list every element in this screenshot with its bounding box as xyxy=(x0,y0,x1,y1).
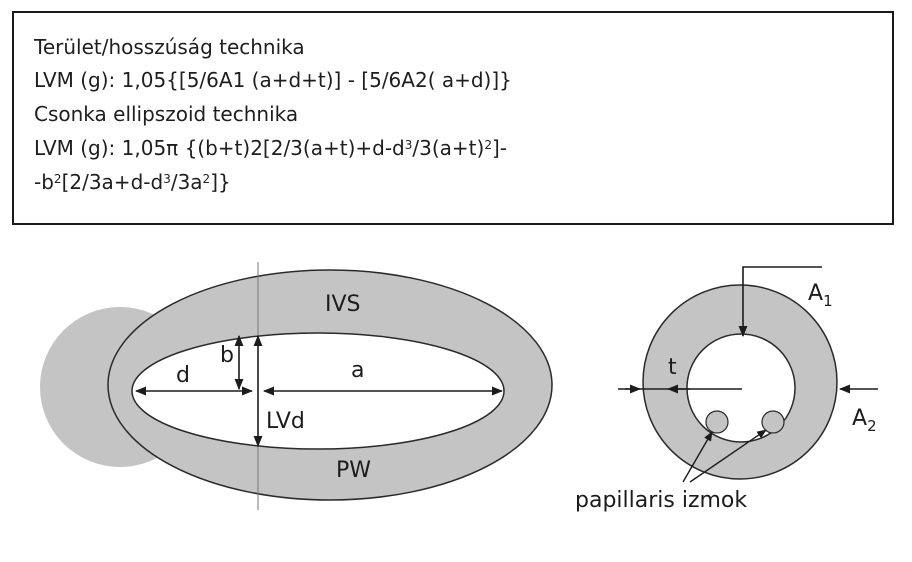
formula-superscript: 2 xyxy=(484,138,492,152)
formula-box: Terület/hosszúság technika LVM (g): 1,05… xyxy=(12,11,894,225)
b-label: b xyxy=(220,343,234,368)
a1-leader-arrow xyxy=(738,266,822,338)
long-axis-view: IVS PW d b a LVd xyxy=(40,262,553,510)
d-label: d xyxy=(176,363,190,388)
short-axis-view: t A1 A2 papillaris izmok xyxy=(575,266,878,513)
a2-subscript: 2 xyxy=(867,417,877,435)
a1-subscript: 1 xyxy=(823,292,833,310)
formula-title-truncated-ellipsoid: Csonka ellipszoid technika xyxy=(34,102,299,126)
papillary-muscle-left xyxy=(705,410,729,434)
papillary-pointer-right xyxy=(689,429,767,483)
formula-title-area-length: Terület/hosszúság technika xyxy=(34,35,305,59)
a2-letter: A xyxy=(852,406,867,431)
ivs-label: IVS xyxy=(325,292,361,317)
a1-label: A1 xyxy=(808,281,833,310)
a2-label: A2 xyxy=(852,406,877,435)
formula-text: LVM (g): 1,05π {(b+t)2[2/3(a+t)+d-d xyxy=(34,136,405,160)
formula-superscript: 2 xyxy=(202,172,211,186)
formula-superscript: 3 xyxy=(163,172,171,186)
formula-truncated-ellipsoid-line1: LVM (g): 1,05π {(b+t)2[2/3(a+t)+d-d3/3(a… xyxy=(34,136,507,160)
formula-area-length: LVM (g): 1,05{[5/6A1 (a+d+t)] - [5/6A2( … xyxy=(34,68,512,92)
papillary-pointer-left xyxy=(682,431,713,483)
a1-letter: A xyxy=(808,281,823,306)
formula-text: /3a xyxy=(170,170,203,194)
formula-text: [2/3a+d-d xyxy=(61,170,164,194)
formula-truncated-ellipsoid-line2: -b2[2/3a+d-d3/3a2]} xyxy=(34,170,231,194)
formula-text: ]- xyxy=(491,136,507,160)
formula-superscript: 2 xyxy=(53,172,62,186)
a-label: a xyxy=(351,358,364,383)
formula-superscript: 3 xyxy=(404,138,413,152)
t-label: t xyxy=(668,355,677,380)
lvd-label: LVd xyxy=(266,409,305,434)
formula-text: -b xyxy=(34,170,54,194)
formula-text: ]} xyxy=(210,170,231,194)
formula-text: /3(a+t) xyxy=(412,136,485,160)
pw-label: PW xyxy=(336,458,371,483)
papillary-muscle-right xyxy=(761,410,785,434)
papillary-muscles-label: papillaris izmok xyxy=(575,488,747,513)
